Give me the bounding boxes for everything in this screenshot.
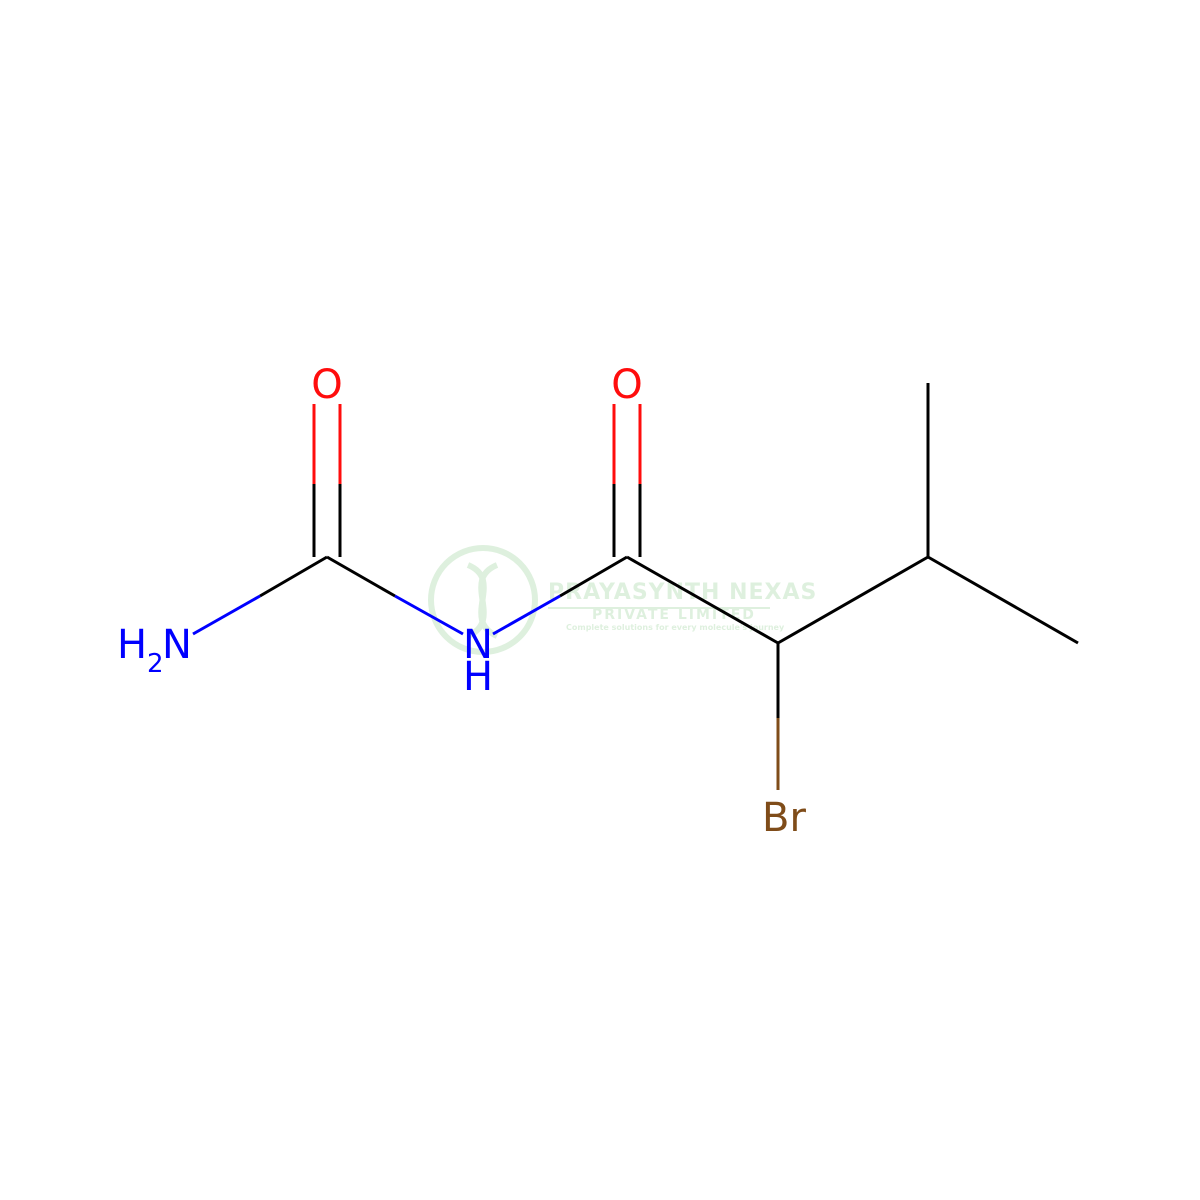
watermark-subtitle: PRIVATE LIMITED (592, 607, 756, 623)
atom-labels: O O H 2 N N H Br (117, 362, 806, 841)
imide-n-label: N (463, 622, 493, 668)
amine-n-label: N (162, 622, 192, 668)
amine-h-label: H (117, 622, 147, 668)
bond-nh-c2-black (559, 555, 628, 598)
bond-nh-c2-blue (492, 594, 561, 636)
watermark-title: PRAYASYNTH NEXAS (548, 580, 817, 605)
oxygen-label-right: O (611, 362, 642, 408)
watermark-logo-ring (428, 545, 538, 655)
bonds (192, 383, 1079, 790)
bond-c1-nh2-blue (192, 594, 261, 636)
watermark-tagline: Complete solutions for every molecule's … (566, 623, 785, 632)
amine-subscript-label: 2 (147, 649, 164, 679)
bond-c2-c3 (626, 555, 779, 645)
watermark-dna-icon (466, 562, 499, 639)
imide-h-label: H (463, 654, 493, 700)
bond-c1-nh2-black (259, 555, 328, 598)
bromine-label: Br (762, 795, 806, 841)
watermark: PRAYASYNTH NEXAS PRIVATE LIMITED Complet… (428, 545, 817, 655)
bond-c4-methyl-right (927, 555, 1079, 645)
oxygen-label-left: O (311, 362, 342, 408)
bond-c3-c4 (777, 555, 929, 645)
bond-c1-nh-black (326, 555, 396, 598)
bond-c1-nh-blue (394, 594, 464, 636)
